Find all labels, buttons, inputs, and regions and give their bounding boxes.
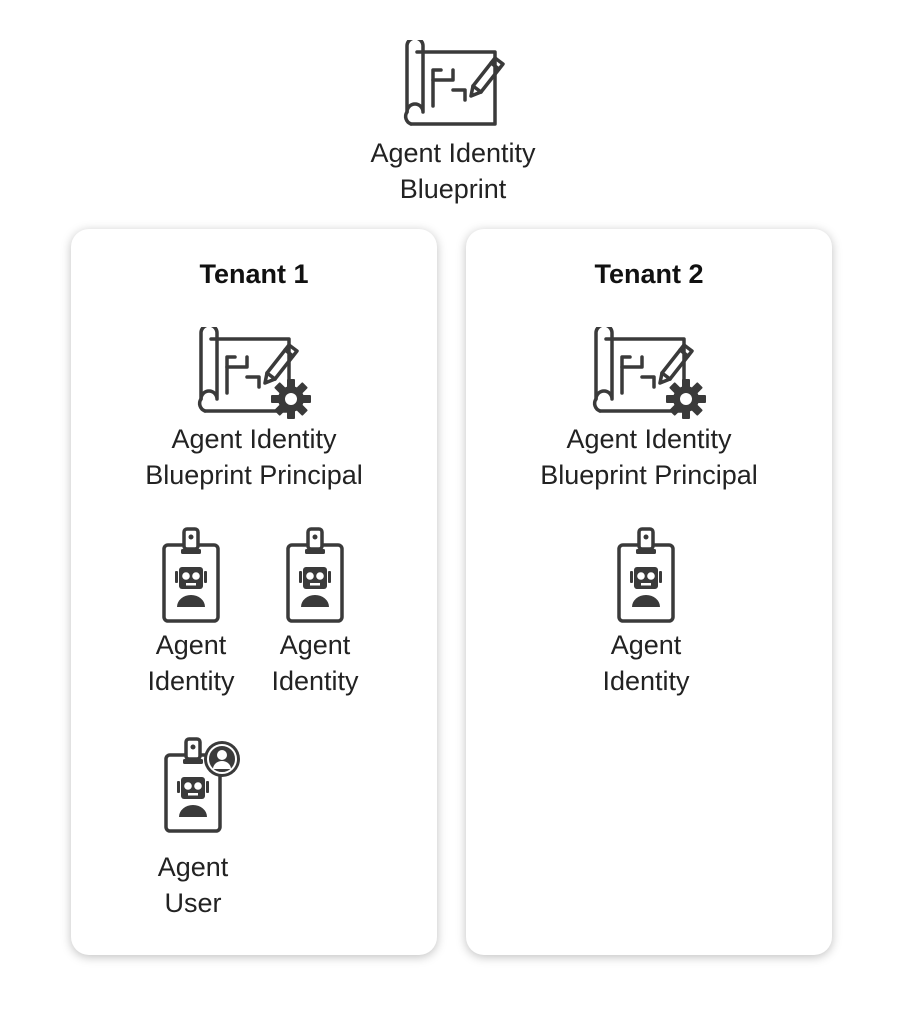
- tenant-2-title: Tenant 2: [594, 259, 704, 289]
- tenant-1-agent-identity-2: Agent Identity: [255, 527, 375, 699]
- tenant-1-blueprint-principal: Agent Identity Blueprint Principal: [99, 327, 409, 493]
- blueprint-icon: [403, 40, 505, 126]
- blueprint-principal-icon: [592, 327, 706, 419]
- blueprint-principal-icon: [197, 327, 311, 419]
- tenant-1-agent-identity-1: Agent Identity: [131, 527, 251, 699]
- agent-badge-icon: [286, 527, 344, 623]
- tenant-1-title: Tenant 1: [199, 259, 309, 289]
- blueprint-label: Agent Identity Blueprint: [370, 138, 536, 204]
- agent-identity-blueprint: Agent Identity Blueprint: [298, 40, 608, 207]
- agent-user-icon: [164, 737, 241, 833]
- agent-badge-icon: [162, 527, 220, 623]
- tenant-1-card: Tenant 1 Agent Identity Blueprint Princi…: [71, 229, 437, 955]
- tenant-1-agent-user: Agent User: [133, 737, 253, 921]
- agent-badge-icon: [617, 527, 675, 623]
- tenant-2-card: Tenant 2 Agent Identity Blueprint Princi…: [466, 229, 832, 955]
- tenant-2-agent-identity-1: Agent Identity: [586, 527, 706, 699]
- tenant-2-blueprint-principal: Agent Identity Blueprint Principal: [494, 327, 804, 493]
